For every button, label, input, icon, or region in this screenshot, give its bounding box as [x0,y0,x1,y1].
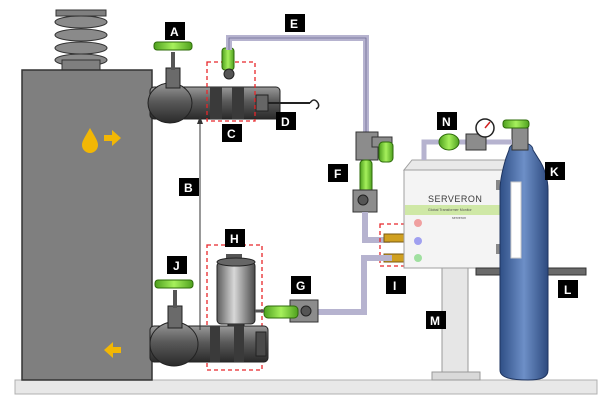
svg-text:A: A [170,25,179,39]
svg-text:F: F [334,167,341,181]
label-j: J [167,256,187,274]
label-c: C [222,124,242,142]
svg-text:D: D [281,115,290,129]
monitor-stand [441,267,469,377]
label-b: B [179,178,199,196]
label-i: I [386,276,406,294]
monitor-model-line: Global Transformer Monitor [428,208,473,212]
top-sampling-valve [147,41,320,124]
svg-text:C: C [227,127,236,141]
svg-text:G: G [296,279,305,293]
transformer-tank [21,9,153,381]
svg-text:J: J [173,259,180,273]
gas-cylinder [499,119,549,381]
label-k: K [545,162,565,180]
svg-text:H: H [230,232,239,246]
label-f: F [328,164,348,182]
valve-a-handle [153,41,193,51]
svg-text:M: M [430,314,440,328]
label-l: L [558,280,578,298]
label-h: H [225,229,245,247]
ground-base [14,379,598,395]
label-a: A [165,22,185,40]
highlight-box-h [206,244,263,371]
svg-text:L: L [564,283,571,297]
svg-text:I: I [393,279,396,293]
label-e: E [285,14,305,32]
monitor-sub-line: serveron [452,216,466,220]
left-arrow-icon [104,342,121,358]
svg-text:N: N [442,115,451,129]
monitor-brand: SERVERON [428,194,482,204]
svg-text:K: K [550,165,559,179]
bottom-sampling-valve [149,279,269,367]
valve-j-handle [154,279,194,289]
tubing-e [226,35,369,134]
label-g: G [291,276,311,294]
oil-drop-icon [82,128,98,153]
svg-text:B: B [184,181,193,195]
label-d: D [276,112,296,130]
right-arrow-icon [104,130,121,146]
svg-text:E: E [290,17,298,31]
label-m: M [426,311,446,329]
label-n: N [437,112,457,130]
